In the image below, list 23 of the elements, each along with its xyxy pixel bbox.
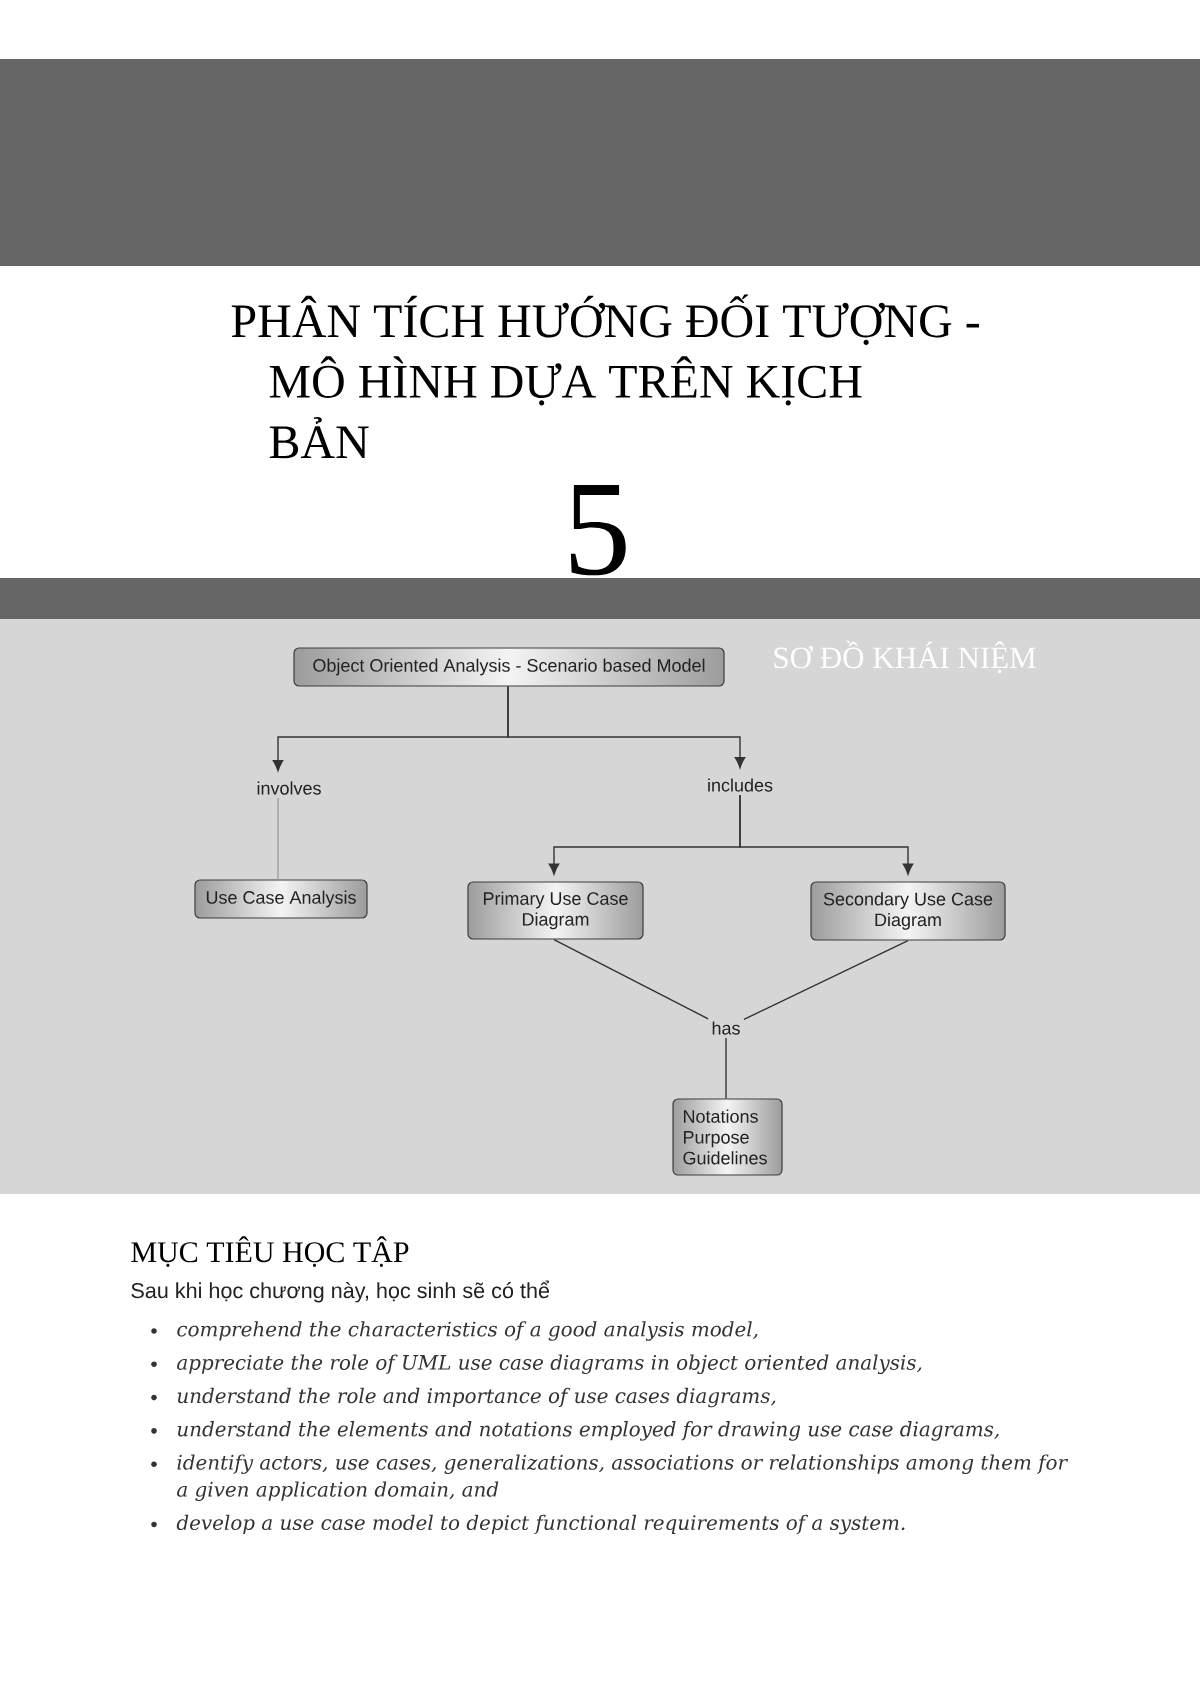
concept-box: Primary Use Case Diagram xyxy=(467,881,644,940)
relation-label: has xyxy=(712,1021,740,1035)
concept-box: Notations Purpose Guidelines xyxy=(672,1098,783,1176)
connector-line xyxy=(553,938,709,1020)
connector-line xyxy=(743,939,909,1021)
connector-line xyxy=(725,1037,727,1100)
arrow xyxy=(507,685,746,769)
relation-label: includes xyxy=(708,778,773,792)
intro-text: Sau khi học chương này, học sinh sẽ có thể xyxy=(131,1280,550,1303)
bullet-item: understand the role and importance of use cases diagrams, xyxy=(177,1387,776,1408)
relation-label: involves xyxy=(257,781,321,795)
chapter-number: 5 xyxy=(570,484,626,576)
bullet-item: comprehend the characteristics of a good analysis model, xyxy=(177,1321,758,1341)
section-heading: MỤC TIÊU HỌC TẬP xyxy=(131,1236,409,1267)
concept-box: Secondary Use Case Diagram xyxy=(810,881,1006,941)
connector-line xyxy=(277,797,279,881)
bullet-item: develop a use case model to depict functional requirements of a system. xyxy=(176,1514,905,1535)
arrow xyxy=(739,794,914,875)
concept-box: Object Oriented Analysis - Scenario based Model xyxy=(293,647,725,687)
chapter-title: PHÂN TÍCH HƯỚNG ĐỐI TƯỢNG - MÔ HÌNH DỰA TRÊN KỊCH BẢN xyxy=(231,294,979,459)
concept-box: Use Case Analysis xyxy=(194,879,368,919)
bullet-item: appreciate the role of UML use case diagrams in object oriented analysis, xyxy=(177,1354,922,1375)
bullet-item: understand the elements and notations employed for drawing use case diagrams, xyxy=(177,1421,999,1441)
